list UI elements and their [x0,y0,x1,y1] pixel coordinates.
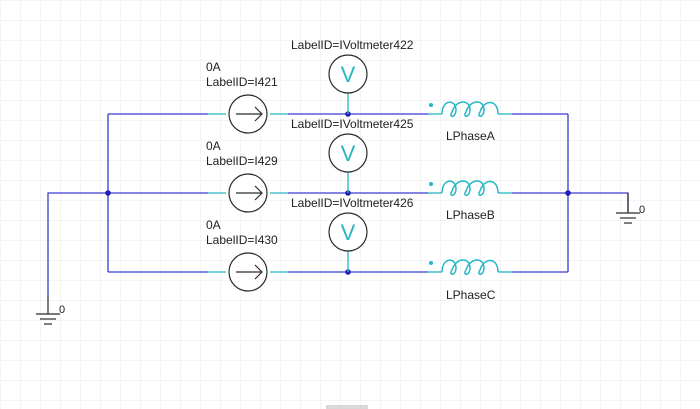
ground-label: 0 [59,304,65,316]
inductor-label: LPhaseA [446,129,495,143]
ground-icon [36,296,60,325]
ground-right[interactable]: 0 [616,193,645,224]
horizontal-scrollbar[interactable] [326,405,368,409]
inductor-label: LPhaseB [446,208,495,222]
polarity-dot [429,182,433,186]
source-label: LabelID=I421 [206,75,278,89]
current-source-arrow-icon [236,185,263,201]
source-label: LabelID=I429 [206,154,278,168]
inductor-phase-c[interactable]: LPhaseC [428,259,512,302]
inductor-coil-icon [441,259,499,275]
voltmeter-symbol: V [341,220,356,245]
ground-icon [616,193,640,224]
current-source-arrow-icon [236,106,263,122]
voltmeter-symbol: V [341,62,356,87]
current-source-i421[interactable]: 0A LabelID=I421 [206,60,288,134]
voltmeter-426[interactable]: V LabelID=IVoltmeter426 [291,196,414,272]
ground-left[interactable]: 0 [36,296,65,325]
source-value: 0A [206,60,221,74]
inductor-coil-icon [441,180,499,196]
current-source-arrow-icon [236,264,263,280]
junction-dot [105,190,111,196]
source-value: 0A [206,218,221,232]
ground-label: 0 [639,204,645,216]
current-source-i430[interactable]: 0A LabelID=I430 [206,218,288,292]
voltmeter-425[interactable]: V LabelID=IVoltmeter425 [291,117,414,193]
wire-left-ground[interactable] [47,192,108,296]
inductor-label: LPhaseC [446,288,496,302]
inductor-phase-b[interactable]: LPhaseB [428,180,512,222]
current-source-i429[interactable]: 0A LabelID=I429 [206,139,288,213]
polarity-dot [429,103,433,107]
source-label: LabelID=I430 [206,233,278,247]
voltmeter-symbol: V [341,141,356,166]
voltmeter-label: LabelID=IVoltmeter422 [291,38,414,52]
polarity-dot [429,261,433,265]
voltmeter-label: LabelID=IVoltmeter425 [291,117,414,131]
source-value: 0A [206,139,221,153]
voltmeter-label: LabelID=IVoltmeter426 [291,196,414,210]
inductor-phase-a[interactable]: LPhaseA [428,101,512,143]
inductor-coil-icon [441,101,499,117]
voltmeter-422[interactable]: V LabelID=IVoltmeter422 [291,38,414,114]
junction-dot [565,190,571,196]
